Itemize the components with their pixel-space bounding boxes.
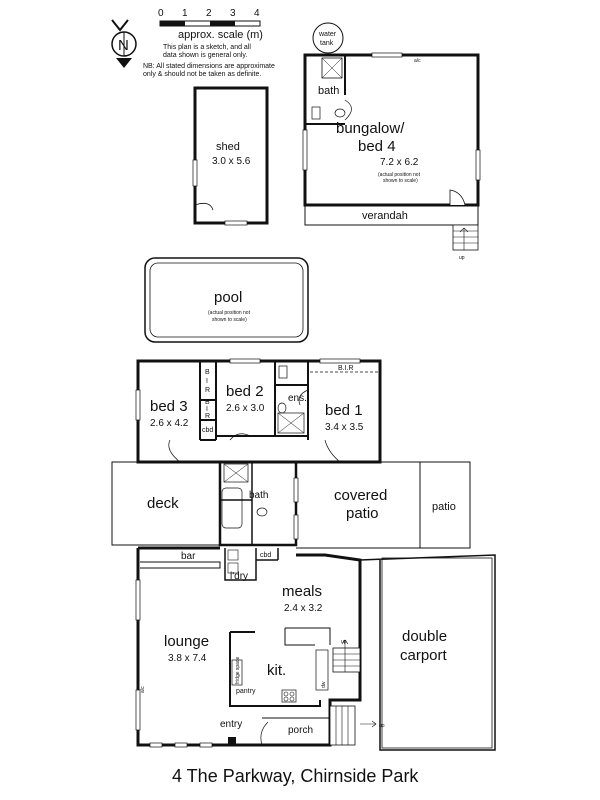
verandah-label: verandah [362,210,408,222]
note-line-3: NB: All stated dimensions are approximat… [143,63,275,70]
note-line-2: data shown is general only. [163,52,247,59]
bed2-dimensions: 2.6 x 3.0 [226,403,265,414]
bungalow-note-1: (actual position not [378,172,421,178]
fridge-space-label: fridge space [235,657,241,684]
bath-label: bath [249,490,268,501]
main-house-labels: B I R B I R cbd bed 3 2.6 x 4.2 bed 2 2.… [140,365,456,736]
bir-1-letter-b: B [205,369,210,376]
shed-label: shed [216,141,240,153]
scale-tick-4: 4 [254,8,260,19]
bed3-label: bed 3 [150,398,188,415]
bungalow-bath-label: bath [318,85,339,97]
meals-dimensions: 2.4 x 3.2 [284,603,323,614]
carport-label-2: carport [400,647,448,664]
water-tank-label-2: tank [320,40,334,47]
compass-letter: N [118,37,129,54]
note-line-4: only & should not be taken as definite. [143,71,261,78]
bungalow: water tank bath a/c bungalow/ bed 4 7.2 … [302,22,481,261]
bedroom-cbd-label: cbd [202,427,213,434]
bungalow-dimensions: 7.2 x 6.2 [380,157,419,168]
pool-note-1: (actual position not [208,310,251,316]
bed1-dimensions: 3.4 x 3.5 [325,422,364,433]
water-tank-label-1: water [318,31,337,38]
lounge-ac-label: a/c [140,686,146,693]
bed2-label: bed 2 [226,383,264,400]
bungalow-label-2: bed 4 [358,138,396,155]
bir-2-letter-b: B [205,399,210,406]
carport-label-1: double [402,628,447,645]
pool-note-2: shown to scale) [212,317,247,323]
shed: shed 3.0 x 5.6 [192,86,269,226]
bir-2-letter-r: R [205,413,210,420]
bed3-dimensions: 2.6 x 4.2 [150,418,189,429]
scale-bar: 0 1 2 3 4 approx. scale (m) [158,8,263,41]
covered-patio-label-1: covered [334,487,387,504]
scale-tick-1: 1 [182,8,188,19]
laundry-cbd-label: cbd [260,552,271,559]
pool-label: pool [214,289,242,306]
bungalow-note-2: shown to scale) [383,178,418,184]
deck-label: deck [147,495,179,512]
scale-label: approx. scale (m) [178,29,263,41]
scale-tick-2: 2 [206,8,212,19]
bar-label: bar [181,551,196,562]
bir-1-letter-r: R [205,387,210,394]
scale-tick-3: 3 [230,8,236,19]
laundry-label: l'dry [230,571,248,582]
bungalow-label-1: bungalow/ [336,120,405,137]
compass: N [111,19,137,68]
patio-label: patio [432,501,456,513]
pool: pool (actual position not shown to scale… [144,257,309,343]
kitchen-label: kit. [267,662,286,679]
entry-label: entry [220,719,242,730]
bed1-label: bed 1 [325,402,363,419]
plan-notes: This plan is a sketch, and all data show… [143,44,275,78]
shed-dimensions: 3.0 x 5.6 [212,156,251,167]
scale-tick-0: 0 [158,8,164,19]
bungalow-ac-label: a/c [414,58,421,64]
pantry-label: pantry [236,688,256,695]
kitchen-steps-up-label: up [341,639,347,645]
bir-1-letter-i: I [206,378,208,385]
porch-label: porch [288,725,313,736]
bed1-bir-label: B.I.R [338,365,354,372]
main-house [111,358,496,751]
ensuite-label: ens. [288,393,307,404]
lounge-dimensions: 3.8 x 7.4 [168,653,207,664]
bir-2-letter-i: I [206,406,208,413]
meals-label: meals [282,583,322,600]
porch-steps-up-label: up [379,723,385,729]
covered-patio-label-2: patio [346,505,379,522]
plan-title: 4 The Parkway, Chirnside Park [172,766,419,786]
lounge-label: lounge [164,633,209,650]
bungalow-up-label: up [459,255,465,261]
note-line-1: This plan is a sketch, and all [163,44,251,51]
dishwasher-label: dw [321,681,327,688]
